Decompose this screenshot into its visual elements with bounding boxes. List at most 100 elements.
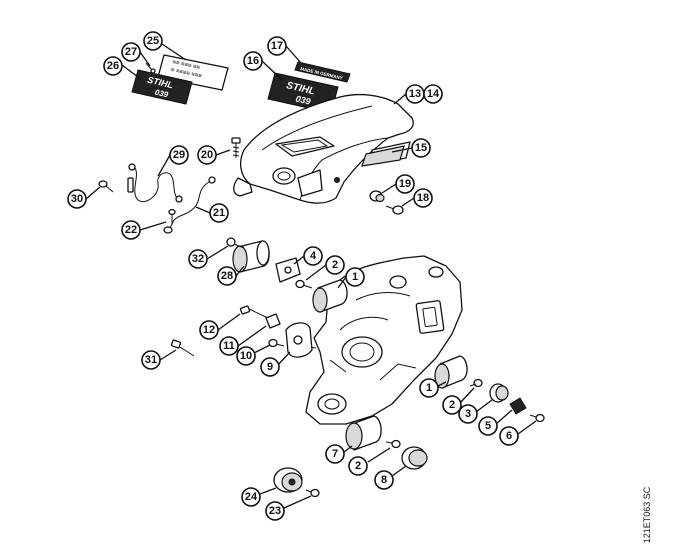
callout-9: 9 — [260, 357, 280, 377]
callout-4: 4 — [303, 246, 323, 266]
part-29-wire — [127, 163, 183, 203]
svg-text:25: 25 — [147, 35, 159, 47]
callout-23: 23 — [265, 501, 285, 521]
svg-text:12: 12 — [203, 324, 215, 336]
callout-11: 11 — [219, 336, 239, 356]
svg-text:1: 1 — [426, 382, 432, 394]
svg-text:1: 1 — [352, 271, 358, 283]
part-32-screw — [226, 237, 245, 249]
part-22-screw — [168, 208, 176, 224]
part-2-screw-right — [469, 378, 483, 388]
svg-text:10: 10 — [240, 350, 252, 362]
svg-text:≡≡ ≡≡≡ ≡≡: ≡≡ ≡≡≡ ≡≡ — [172, 60, 201, 72]
leader-lines — [85, 43, 537, 509]
callout-17: 17 — [267, 36, 287, 56]
svg-text:29: 29 — [173, 149, 185, 161]
crankcase-housing — [299, 255, 463, 425]
callout-10: 10 — [236, 346, 256, 366]
part-6-screw — [529, 413, 545, 423]
plate-16-model: 039 — [295, 94, 312, 107]
callout-26: 26 — [103, 56, 123, 76]
part-28-av-buffer — [232, 240, 270, 273]
svg-text:2: 2 — [332, 259, 338, 271]
svg-text:4: 4 — [310, 250, 317, 262]
part-11-clip — [265, 313, 281, 329]
svg-text:11: 11 — [223, 340, 235, 352]
svg-text:2: 2 — [449, 399, 455, 411]
part-2-screw-lower — [385, 439, 401, 449]
svg-text:15: 15 — [415, 142, 427, 154]
part-26-model-plate: STIHL 039 — [131, 69, 193, 105]
callout-1-right: 1 — [419, 378, 439, 398]
part-30-screw — [98, 180, 114, 193]
part-24-flange — [273, 467, 303, 493]
callout-16: 16 — [243, 51, 263, 71]
svg-text:19: 19 — [399, 178, 411, 190]
svg-text:2: 2 — [355, 460, 361, 472]
svg-text:6: 6 — [506, 430, 512, 442]
svg-text:24: 24 — [245, 491, 258, 503]
callout-7: 7 — [325, 444, 345, 464]
svg-text:16: 16 — [247, 55, 259, 67]
callout-2-right: 2 — [442, 395, 462, 415]
part-13-14-shroud — [233, 93, 414, 204]
callout-5: 5 — [478, 416, 498, 436]
svg-text:3: 3 — [465, 408, 471, 420]
callout-3: 3 — [458, 404, 478, 424]
callout-21: 21 — [209, 203, 229, 223]
svg-text:31: 31 — [145, 354, 157, 366]
part-5-cap — [509, 397, 527, 415]
callout-22: 22 — [121, 220, 141, 240]
callout-6: 6 — [499, 426, 519, 446]
callout-15: 15 — [411, 138, 431, 158]
svg-text:28: 28 — [221, 270, 233, 282]
drawing-code-text: 121ET063 SC — [642, 486, 652, 544]
svg-text:20: 20 — [201, 149, 213, 161]
callout-24: 24 — [241, 487, 261, 507]
callout-32: 32 — [188, 249, 208, 269]
svg-text:32: 32 — [192, 253, 204, 265]
callout-13: 13 — [405, 84, 425, 104]
svg-text:13: 13 — [409, 88, 421, 100]
svg-text:17: 17 — [271, 40, 283, 52]
part-9-cover-plate — [285, 322, 313, 358]
svg-text:22: 22 — [125, 224, 137, 236]
part-2-screw-upper — [295, 279, 313, 289]
callout-14: 14 — [423, 84, 443, 104]
svg-text:14: 14 — [427, 88, 440, 100]
part-1-av-buffer-right — [434, 355, 468, 389]
callout-30: 30 — [67, 189, 87, 209]
part-27-pin — [145, 62, 156, 74]
svg-text:23: 23 — [269, 505, 281, 517]
svg-text:7: 7 — [332, 448, 338, 460]
svg-text:30: 30 — [71, 193, 83, 205]
svg-text:27: 27 — [125, 46, 137, 58]
part-23-screw — [305, 488, 320, 498]
part-25-info-plate: ≡≡ ≡≡≡ ≡≡ ≡ ≡≡≡≡ ≡≡≡ — [157, 54, 229, 91]
part-19-bushing — [369, 190, 385, 203]
part-3-plug — [489, 383, 509, 403]
callout-8: 8 — [374, 470, 394, 490]
svg-text:26: 26 — [107, 60, 119, 72]
callout-29: 29 — [169, 145, 189, 165]
svg-text:21: 21 — [213, 207, 225, 219]
part-20-screw — [231, 137, 241, 158]
svg-text:18: 18 — [417, 192, 429, 204]
svg-text:8: 8 — [381, 474, 387, 486]
callout-2-upper: 2 — [325, 255, 345, 275]
part-21-wire — [163, 176, 216, 234]
part-15-gasket — [361, 145, 405, 167]
callout-25: 25 — [143, 31, 163, 51]
callout-20: 20 — [197, 145, 217, 165]
callout-1-upper: 1 — [345, 267, 365, 287]
callout-31: 31 — [141, 350, 161, 370]
part-12-bolt — [239, 305, 269, 319]
callout-19: 19 — [395, 174, 415, 194]
svg-text:9: 9 — [267, 361, 273, 373]
plate-26-model: 039 — [154, 88, 170, 100]
part-8-cap — [401, 446, 428, 470]
callout-27: 27 — [121, 42, 141, 62]
svg-text:5: 5 — [485, 420, 491, 432]
part-1-av-buffer-upper — [312, 279, 348, 313]
